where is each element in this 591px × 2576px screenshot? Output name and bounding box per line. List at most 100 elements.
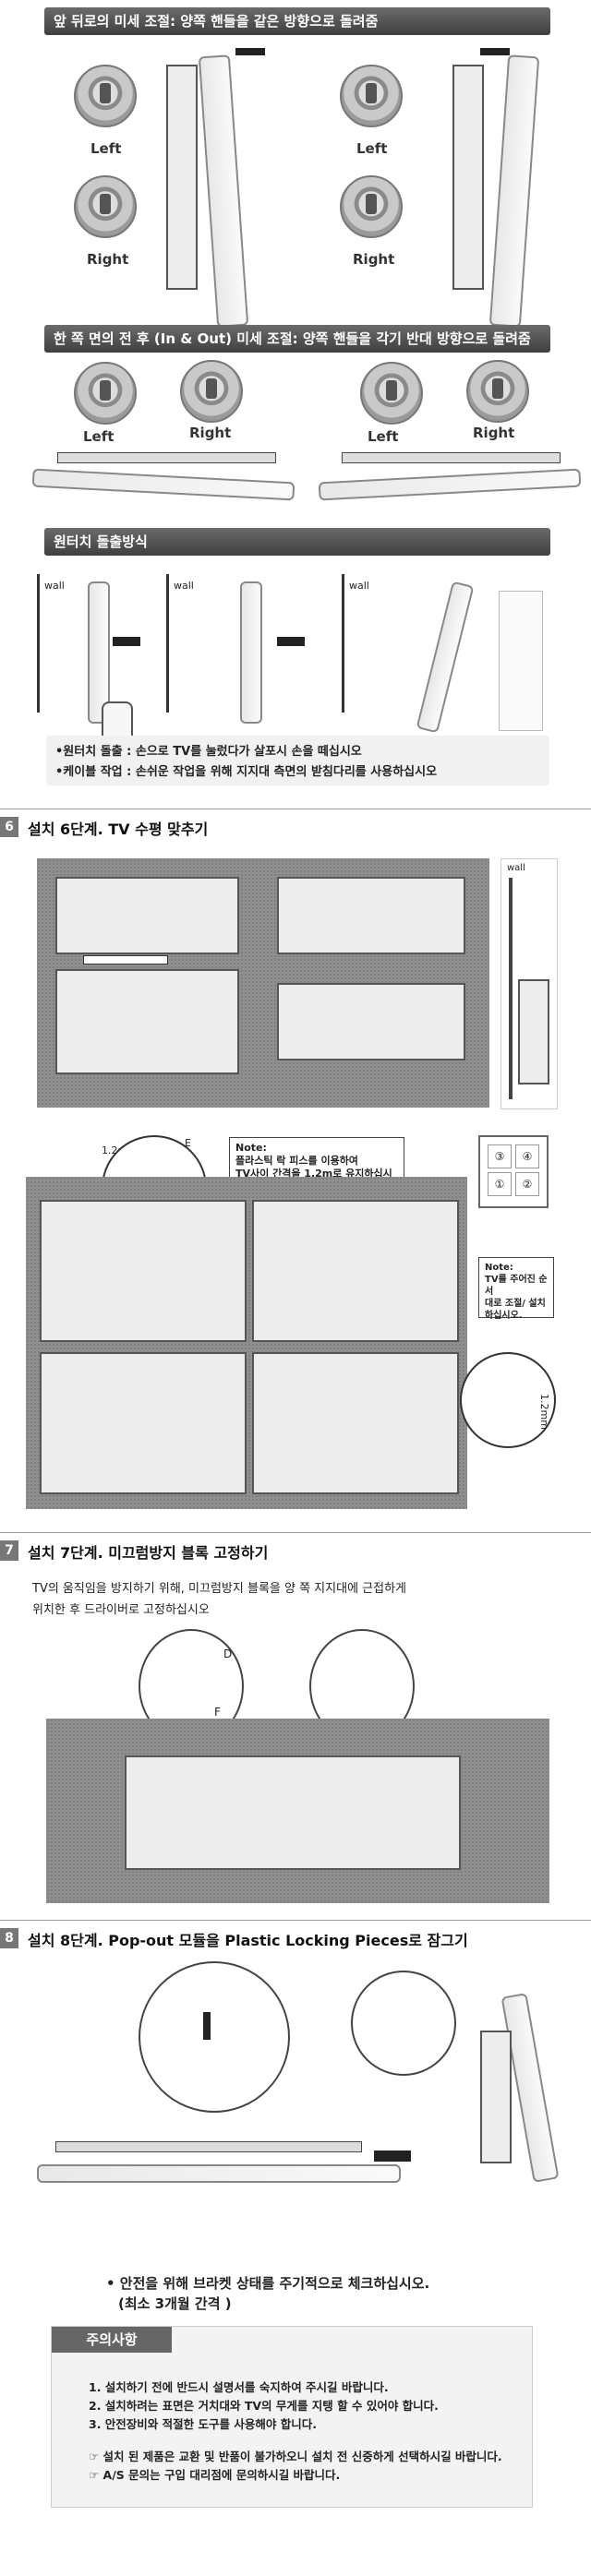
- mount-bracket-icon: [452, 65, 484, 290]
- step8-title: 설치 8단계. Pop-out 모듈을 Plastic Locking Piec…: [28, 1932, 468, 1949]
- note-heading: Note:: [235, 1142, 267, 1154]
- step6-side-inset: wall: [501, 858, 558, 1109]
- handle-knob-icon: [340, 175, 403, 238]
- tv-top-icon: [31, 468, 296, 501]
- fine-adjust-header: 앞 뒤로의 미세 조절: 양쪽 핸들을 같은 방향으로 돌려줌: [44, 7, 550, 35]
- popout-title: 원터치 돌출방식: [54, 533, 148, 550]
- step6-wall-top: [37, 858, 489, 1108]
- wall-label: wall: [349, 580, 369, 592]
- detail-circle: [351, 1971, 456, 2076]
- step8-number: 8: [0, 1928, 18, 1948]
- tv-side-icon: [88, 581, 110, 724]
- popout-note-1: •원터치 돌출 : 손으로 TV를 눌렀다가 살포시 손을 떼십시오: [55, 745, 362, 759]
- right-label: Right: [87, 251, 129, 268]
- grid-cell: ①: [488, 1172, 512, 1196]
- tv-top-icon: [37, 2164, 401, 2183]
- left-label: Left: [368, 428, 399, 445]
- mount-bracket-icon: [55, 969, 239, 1074]
- tv-top-icon: [318, 468, 582, 501]
- note-heading: Note:: [485, 1263, 513, 1273]
- handle-knob-icon: [466, 360, 529, 423]
- step6-header: 6 설치 6단계. TV 수평 맞추기: [0, 809, 591, 838]
- mount-bracket-icon: [252, 1200, 459, 1342]
- left-label: Left: [83, 428, 115, 445]
- arrow-right-icon: [113, 637, 140, 646]
- tv-side-icon: [198, 54, 249, 328]
- tv-side-icon: [488, 54, 540, 328]
- handle-knob-icon: [74, 362, 137, 425]
- step8-tip-1: • 안전을 위해 브라켓 상태를 주기적으로 체크하십시오.: [106, 2275, 430, 2292]
- rail-icon: [57, 452, 276, 463]
- step6-wall-bottom: [26, 1177, 467, 1509]
- step7-header: 7 설치 7단계. 미끄럼방지 블록 고정하기: [0, 1532, 591, 1562]
- left-label: Left: [90, 140, 122, 157]
- step7-desc-2: 위치한 후 드라이버로 고정하십시오: [32, 1603, 210, 1617]
- grid-cell: ④: [515, 1144, 539, 1168]
- detail-inset: [499, 591, 543, 731]
- rail-icon: [342, 452, 561, 463]
- left-label: Left: [356, 140, 388, 157]
- tv-side-icon: [240, 581, 262, 724]
- caution-item-2: 2. 설치하려는 표면은 거치대와 TV의 무게를 지탱 할 수 있어야 합니다…: [89, 2399, 439, 2413]
- part-e-label: E: [185, 1137, 191, 1149]
- detail-circle: [139, 1961, 290, 2113]
- handle-knob-icon: [360, 362, 423, 425]
- inout-adjust-title: 한 쪽 면의 전 후 (In & Out) 미세 조절: 양쪽 핸들을 각기 반…: [54, 330, 531, 347]
- step6-title: 설치 6단계. TV 수평 맞추기: [28, 821, 209, 838]
- note-line: 하십시오.: [485, 1311, 523, 1321]
- popout-header: 원터치 돌출방식: [44, 528, 550, 556]
- mount-bracket-icon: [166, 65, 198, 290]
- wall-plate-icon: [277, 877, 465, 954]
- arrow-down-icon: [203, 2012, 211, 2040]
- mount-bracket-icon: [480, 2031, 512, 2163]
- step7-desc-1: TV의 움직임을 방지하기 위해, 미끄럼방지 블록을 양 쪽 지지대에 근접하…: [32, 1582, 406, 1596]
- dimension-label-vertical: 1.2mm: [538, 1394, 550, 1430]
- caution-item-1: 1. 설치하기 전에 반드시 설명서를 숙지하여 주시길 바랍니다.: [89, 2380, 389, 2394]
- mount-bracket-icon: [125, 1755, 461, 1870]
- fine-adjust-title: 앞 뒤로의 미세 조절: 양쪽 핸들을 같은 방향으로 돌려줌: [54, 13, 379, 30]
- hand-icon: [102, 701, 133, 742]
- wall-label: wall: [507, 863, 525, 873]
- right-label: Right: [353, 251, 395, 268]
- caution-item-3: 3. 안전장비와 적절한 도구를 사용해야 합니다.: [89, 2417, 317, 2431]
- wall-plate-icon: [277, 983, 465, 1060]
- mount-bracket-icon: [40, 1200, 247, 1342]
- arrow-right-icon: [235, 48, 265, 55]
- caution-box: 주의사항 1. 설치하기 전에 반드시 설명서를 숙지하여 주시길 바랍니다. …: [51, 2326, 533, 2508]
- part-d-label: D: [223, 1647, 233, 1660]
- inout-adjust-header: 한 쪽 면의 전 후 (In & Out) 미세 조절: 양쪽 핸들을 각기 반…: [44, 325, 550, 353]
- step7-wall: [46, 1719, 549, 1903]
- caution-title: 주의사항: [52, 2327, 172, 2353]
- handle-knob-icon: [180, 360, 243, 423]
- handle-knob-icon: [74, 175, 137, 238]
- note-line: 플라스틱 락 피스를 이용하여: [235, 1155, 358, 1167]
- popout-notes-box: •원터치 돌출 : 손으로 TV를 눌렀다가 살포시 손을 떼십시오 •케이블 …: [46, 736, 549, 785]
- mount-bracket-icon: [40, 1352, 247, 1494]
- detail-circle: [460, 1352, 556, 1448]
- grid-cell: ③: [488, 1144, 512, 1168]
- grid-cell: ②: [515, 1172, 539, 1196]
- tv-side-icon: [416, 581, 475, 734]
- rail-icon: [55, 2141, 362, 2152]
- step8-header: 8 설치 8단계. Pop-out 모듈을 Plastic Locking Pi…: [0, 1920, 591, 1949]
- step7-title: 설치 7단계. 미끄럼방지 블록 고정하기: [28, 1544, 269, 1562]
- part-f-label: F: [214, 1706, 221, 1719]
- step8-tip-2: (최소 3개월 간격 ): [118, 2295, 232, 2312]
- arrow-right-icon: [277, 637, 305, 646]
- wall-label: wall: [174, 580, 194, 592]
- mount-bracket-icon: [252, 1352, 459, 1494]
- arrow-left-icon: [480, 48, 510, 55]
- wall-label: wall: [44, 580, 65, 592]
- step6-number: 6: [0, 817, 18, 837]
- arrow-right-icon: [374, 2151, 411, 2162]
- note-line: 대로 조절/ 설치: [485, 1299, 546, 1309]
- popout-note-2: •케이블 작업 : 손쉬운 작업을 위해 지지대 측면의 받침다리를 사용하십시…: [55, 765, 438, 779]
- note-line: TV를 주어진 순서: [485, 1275, 548, 1297]
- level-icon: [83, 955, 168, 965]
- handle-knob-icon: [74, 65, 137, 127]
- wall-plate-icon: [55, 877, 239, 954]
- handle-knob-icon: [340, 65, 403, 127]
- step6-note2: Note: TV를 주어진 순서 대로 조절/ 설치 하십시오.: [478, 1257, 554, 1321]
- caution-warning-2: ☞ A/S 문의는 구입 대리점에 문의하시길 바랍니다.: [89, 2468, 341, 2482]
- tv-order-grid: ③ ④ ① ②: [478, 1135, 549, 1208]
